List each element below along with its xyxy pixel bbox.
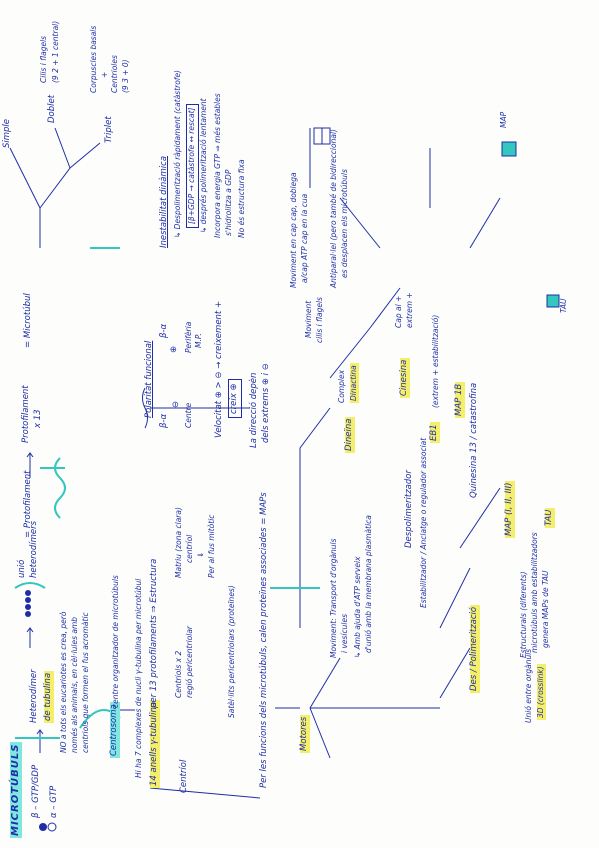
polarity-minus: ⊖	[171, 400, 181, 408]
equals-microtubul: = Microtúbul	[23, 293, 33, 348]
heterodimer-label-2: de tubulina	[43, 670, 54, 723]
dineina-label: Dineïna	[344, 416, 355, 453]
centrosome-note-3: centriols que formen el fus acromàtic	[81, 612, 90, 753]
dynamic-line-5: No és estructura fixa	[237, 159, 246, 238]
tubulin-dimer-icon	[38, 821, 62, 833]
tubulin-alpha: α – GTP	[49, 785, 59, 818]
estructural-1: Estructurals (diferents)	[519, 571, 528, 658]
triplet-desc-3: Centrioles	[110, 55, 119, 93]
map-icon-label: MAP	[499, 111, 508, 128]
triplet-desc-1: Corpuscles basals	[89, 25, 98, 93]
antiparallel-2: es desplacen els microtúbuls	[340, 169, 349, 278]
dynamic-line-4a: Incorpora energia GTP ⇒ més estables	[213, 93, 222, 238]
dynamic-line-1: ↳ Despolimerització ràpidament (catàstro…	[173, 70, 182, 238]
atp-head-2: a/cap ATP cap en la cua	[300, 193, 309, 283]
cinesina-desc-1: Cap al +	[394, 295, 403, 328]
centre-organitzador: centre organitzador de microtúbuls	[111, 575, 120, 708]
doblet-desc-2: (9 2 + 1 central)	[51, 20, 60, 83]
centrosome-note-1: NO a tots els eucariotes es crea, però	[59, 611, 68, 753]
polarity-velocitat-2: creix ⊕	[228, 379, 242, 418]
unio-1: Unió entre orgànuls	[524, 648, 533, 723]
protofilament-join-1: unió	[17, 559, 27, 578]
centrosoma-label: Centrosoma	[109, 702, 120, 758]
heterodimer-label-1: Heterodímer	[29, 669, 39, 723]
triplet-desc-4: (9 3 + 0)	[121, 59, 130, 93]
moviment-2: i vesícules	[340, 614, 349, 653]
estructural-2: microtúbuls amb estabilitzadors	[530, 532, 539, 653]
protofilament-beads-icon	[20, 588, 39, 618]
polarity-periferia-2: M.P.	[194, 333, 203, 348]
gamma-rest: per 13 protofilaments ⇒ Estructura	[149, 558, 159, 708]
polarity-title: Polaritat funcional	[144, 340, 154, 418]
estructural-3: genera MAPs de TAU	[541, 570, 550, 649]
despolimeritzador-label: Despolimeritzador	[404, 470, 414, 548]
cilis-2: cilis i flagels	[315, 297, 324, 343]
quinesina-label: Quinesina 13 / catastrofina	[469, 382, 479, 498]
map-i-ii-iii-label: MAP (I, II, III)	[504, 480, 515, 538]
centriols-x2-1: Centriols x 2	[174, 650, 183, 698]
motores-label: Motores	[299, 714, 310, 753]
tubulin-beta: β – GTP/GDP	[31, 764, 41, 818]
eb1-desc: (extrem + estabilització)	[431, 314, 440, 408]
des-polimeritzacio-label: Des / Polimerització	[469, 604, 480, 693]
satellits-note: Satèl·lits pericentriolars (proteïnes)	[227, 585, 236, 718]
centriol-label: Centríol	[179, 759, 189, 793]
type-simple: Simple	[2, 118, 12, 148]
estabilitzador-label: Estabilitzador / Anclatge o regulador as…	[419, 437, 428, 608]
gamma-rings: 14 anells γ-tubulina	[149, 699, 160, 788]
equals-protofilament: = Protofilament	[23, 470, 33, 538]
atp-1: ↳ Amb ajuda d'ATP serveix	[353, 556, 362, 659]
eb1-label: EB1	[429, 422, 440, 443]
cinesina-label: Cinesina	[399, 357, 410, 398]
moviment-1: Moviment: Transport d'orgànuls	[329, 538, 338, 658]
protofilament-x13-label: Protofilament	[21, 385, 31, 443]
polarity-periferia-1: Perifèria	[184, 321, 193, 353]
dynamic-line-3: ↳ després polimerització lentament	[199, 98, 208, 233]
cilis-1: Moviment	[304, 300, 313, 338]
centriols-x2-2: regió pericentriolar	[185, 625, 194, 698]
atp-head-1: Moviment en cap cap, doblega	[289, 172, 298, 288]
polarity-velocitat-1: Velocitat ⊕ > ⊖ → creixement +	[214, 300, 224, 438]
doblet-desc-1: Cilis i flagels	[39, 35, 48, 83]
complex-2: Dinactina	[349, 363, 359, 403]
polarity-direccio-1: La direcció depèn	[249, 372, 259, 448]
polarity-direccio-2: dels extrems ⊕ i ⊖	[261, 363, 271, 443]
type-doblet: Doblet	[47, 94, 57, 123]
unio-2: 3D (crosslink)	[536, 664, 546, 720]
polarity-plus: ⊕	[169, 345, 179, 353]
tau-protein-icon	[545, 294, 564, 308]
page-title: MICROTÚBULS	[10, 741, 22, 838]
complex-1: Complex	[337, 369, 346, 403]
maps-intro: Per les funcions dels microtúbuls, calen…	[259, 492, 269, 788]
triplet-desc-2: +	[100, 71, 109, 78]
polarity-beta: β-α	[159, 323, 169, 338]
type-triplet: Triplet	[104, 116, 114, 143]
protofilament-x13-count: x 13	[33, 409, 43, 428]
diplosoma-1: Matriu (zona clara)	[174, 507, 183, 578]
dynein-motor-icon	[310, 124, 338, 148]
dynamic-title: Inestabilitat dinàmica	[159, 155, 169, 248]
cinesina-desc-2: extrem +	[405, 292, 414, 328]
atp-2: d'unió amb la membrana plasmàtica	[364, 515, 373, 653]
centrosome-note-2: només als animals, en cèl·lules amb	[70, 616, 79, 753]
map-protein-icon	[500, 140, 522, 158]
diplosoma-3: ⇓	[196, 551, 205, 558]
diplosoma-4: Per al fus mitòtic	[207, 514, 216, 578]
nucleacio-note: Hi ha 7 complexes de nucli γ-tubulina pe…	[134, 578, 143, 778]
antiparallel-1: Antiparal·lel (pero també de bidireccion…	[329, 129, 338, 288]
polarity-beta-2: β-α	[159, 413, 169, 428]
dynamic-line-2: [β+GDP → catàstrofe ↔ rescat]	[186, 103, 199, 228]
map1b-label: MAP 1B	[454, 381, 465, 418]
tau-label: TAU	[544, 507, 555, 528]
polarity-centre: Centre	[184, 402, 193, 428]
diplosoma-2: centríol	[185, 534, 194, 563]
dynamic-line-4b: s'hidrolitza a GDP	[224, 169, 233, 236]
